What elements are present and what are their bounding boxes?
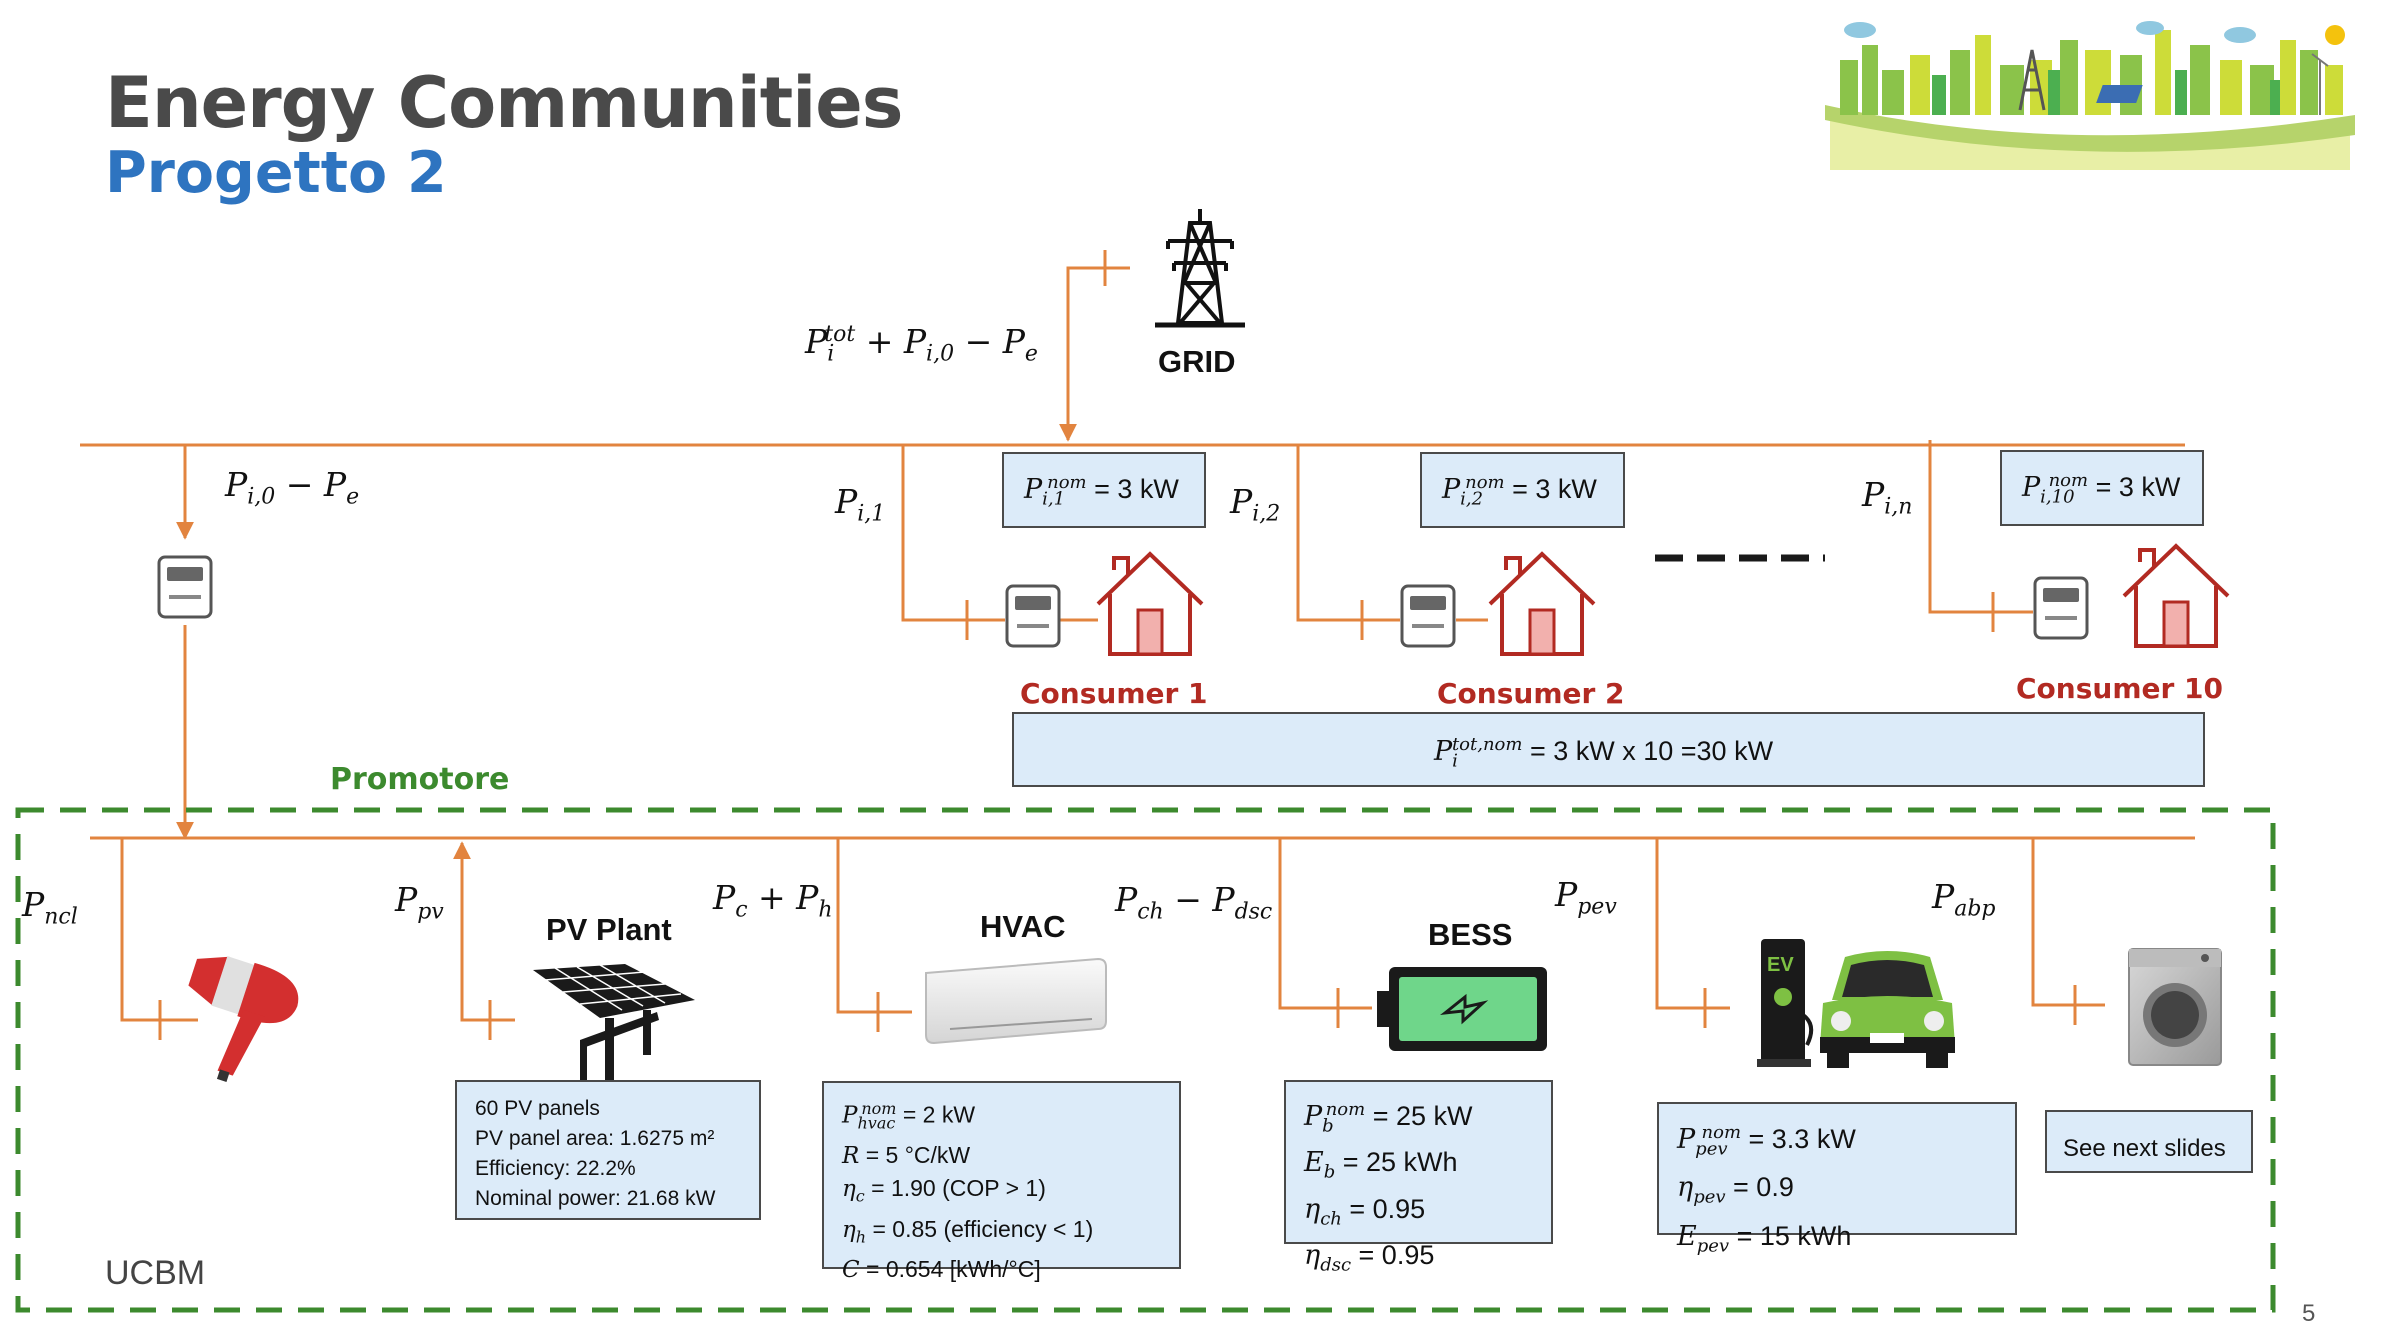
grid-label: GRID — [1158, 344, 1236, 379]
pv-spec-area: PV panel area: 1.6275 m² — [475, 1127, 715, 1150]
org-label: UCBM — [105, 1254, 206, 1292]
abp-flow: Pabp — [1932, 877, 1996, 922]
grid-flow-label: Pitot + Pi,0 − Pe — [805, 322, 1038, 367]
promotore-boundary — [15, 807, 2276, 1313]
solar-panel-icon — [533, 964, 695, 1080]
bess-spec-box: Pbnom = 25 kW Eb = 25 kWh ηch = 0.95 ηds… — [1284, 1080, 1553, 1276]
page-subtitle: Progetto 2 — [105, 140, 447, 206]
total-nominal-box: Pitot,nom = 3 kW x 10 =30 kW — [1012, 712, 2205, 787]
consumer-2-nominal-box: Pi,2nom = 3 kW — [1420, 452, 1625, 528]
hair-dryer-icon — [188, 956, 299, 1082]
pv-spec-panels: 60 PV panels — [475, 1097, 600, 1120]
house-icon — [1488, 551, 1596, 656]
transmission-tower-icon — [1155, 209, 1245, 328]
ev-spec-box: Ppevnom = 3.3 kW ηpev = 0.9 Epev = 15 kW… — [1657, 1102, 2017, 1256]
car-icon — [1820, 951, 1955, 1068]
ev-station-label: EV — [1767, 954, 1794, 976]
hvac-spec-box: Phvacnom = 2 kW R = 5 °C/kW ηc = 1.90 (C… — [822, 1081, 1181, 1283]
consumer-2-flow: Pi,2 — [1230, 482, 1281, 527]
consumer-10-flow: Pi,n — [1862, 475, 1913, 520]
appliance-box: See next slides — [2045, 1110, 2253, 1173]
grid-feeder — [1059, 266, 1105, 442]
meter-flow-label: Pi,0 − Pe — [225, 465, 360, 510]
appliance-box-text: See next slides — [2063, 1135, 2226, 1162]
promotore-label: Promotore — [330, 762, 510, 797]
consumer-2-name: Consumer 2 — [1437, 677, 1625, 710]
page-title: Energy Communities — [105, 62, 903, 144]
washing-machine-icon — [2128, 948, 2222, 1066]
smart-meter-icon — [2033, 576, 2089, 640]
ev-flow: Ppev — [1555, 875, 1617, 920]
air-conditioner-icon — [925, 957, 1107, 1045]
bess-flow: Pch − Pdsc — [1115, 880, 1273, 925]
pv-spec-efficiency: Efficiency: 22.2% — [475, 1157, 636, 1180]
pv-title: PV Plant — [546, 912, 672, 947]
pv-spec-box: 60 PV panels PV panel area: 1.6275 m² Ef… — [455, 1080, 761, 1220]
consumer-1-flow: Pi,1 — [835, 482, 886, 527]
house-icon — [2122, 543, 2230, 648]
consumer-1-nominal-box: Pi,1nom = 3 kW — [1002, 452, 1206, 528]
smart-meter-icon — [1400, 584, 1456, 648]
consumer-1-name: Consumer 1 — [1020, 677, 1208, 710]
pv-flow: Ppv — [395, 880, 444, 925]
page-number: 5 — [2302, 1300, 2316, 1327]
pv-spec-nominal: Nominal power: 21.68 kW — [475, 1187, 716, 1210]
hvac-flow: Pc + Ph — [713, 878, 833, 923]
smart-meter-icon — [157, 555, 213, 619]
consumer-10-name: Consumer 10 — [2016, 672, 2224, 705]
ncl-flow: Pncl — [22, 885, 78, 930]
ev-charger-icon: EV — [1757, 939, 1814, 1067]
battery-icon — [1377, 967, 1547, 1051]
bess-title: BESS — [1428, 917, 1513, 952]
house-icon — [1096, 551, 1204, 656]
hvac-title: HVAC — [980, 909, 1066, 944]
smart-meter-icon — [1005, 584, 1061, 648]
city-skyline-logo — [1825, 21, 2355, 170]
consumer-10-nominal-box: Pi,10nom = 3 kW — [2000, 450, 2204, 526]
